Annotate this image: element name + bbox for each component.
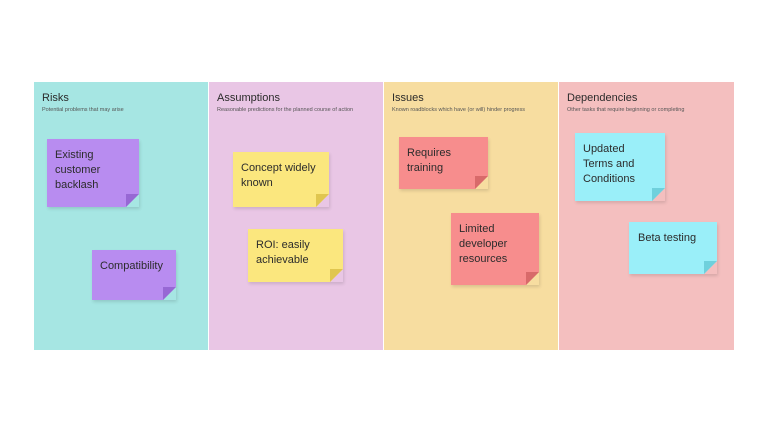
sticky-note[interactable]: Existing customer backlash — [47, 139, 139, 207]
folded-corner-icon — [526, 272, 539, 285]
sticky-note-text: Beta testing — [638, 232, 697, 244]
sticky-note[interactable]: Updated Terms and Conditions — [575, 133, 665, 201]
raid-board: Risks Potential problems that may arise … — [34, 82, 734, 350]
sticky-note[interactable]: Requires training — [399, 137, 488, 189]
column-title: Assumptions — [217, 92, 280, 104]
folded-corner-icon — [163, 287, 176, 300]
column-title: Risks — [42, 92, 69, 104]
column-title: Issues — [392, 92, 424, 104]
sticky-note[interactable]: Beta testing — [629, 222, 717, 274]
sticky-note-text: Concept widely known — [241, 162, 316, 189]
sticky-note-text: Existing customer backlash — [55, 149, 101, 191]
column-subtitle: Potential problems that may arise — [42, 107, 124, 113]
sticky-note[interactable]: Limited developer resources — [451, 213, 539, 285]
sticky-note-text: Compatibility — [100, 260, 163, 272]
sticky-note[interactable]: Compatibility — [92, 250, 176, 300]
sticky-note-text: Requires training — [407, 147, 452, 174]
column-subtitle: Reasonable predictions for the planned c… — [217, 107, 354, 113]
sticky-note-text: ROI: easily achievable — [256, 239, 310, 266]
folded-corner-icon — [330, 269, 343, 282]
folded-corner-icon — [475, 176, 488, 189]
folded-corner-icon — [704, 261, 717, 274]
folded-corner-icon — [126, 194, 139, 207]
column-risks: Risks Potential problems that may arise … — [34, 82, 208, 350]
sticky-note[interactable]: Concept widely known — [233, 152, 329, 207]
column-issues: Issues Known roadblocks which have (or w… — [384, 82, 558, 350]
sticky-note-text: Updated Terms and Conditions — [583, 143, 635, 185]
folded-corner-icon — [652, 188, 665, 201]
sticky-note-text: Limited developer resources — [459, 223, 508, 265]
sticky-note[interactable]: ROI: easily achievable — [248, 229, 343, 282]
column-title: Dependencies — [567, 92, 638, 104]
column-dependencies: Dependencies Other tasks that require be… — [559, 82, 734, 350]
column-assumptions: Assumptions Reasonable predictions for t… — [209, 82, 383, 350]
column-subtitle: Known roadblocks which have (or will) hi… — [392, 107, 525, 113]
column-subtitle: Other tasks that require beginning or co… — [567, 107, 685, 113]
folded-corner-icon — [316, 194, 329, 207]
